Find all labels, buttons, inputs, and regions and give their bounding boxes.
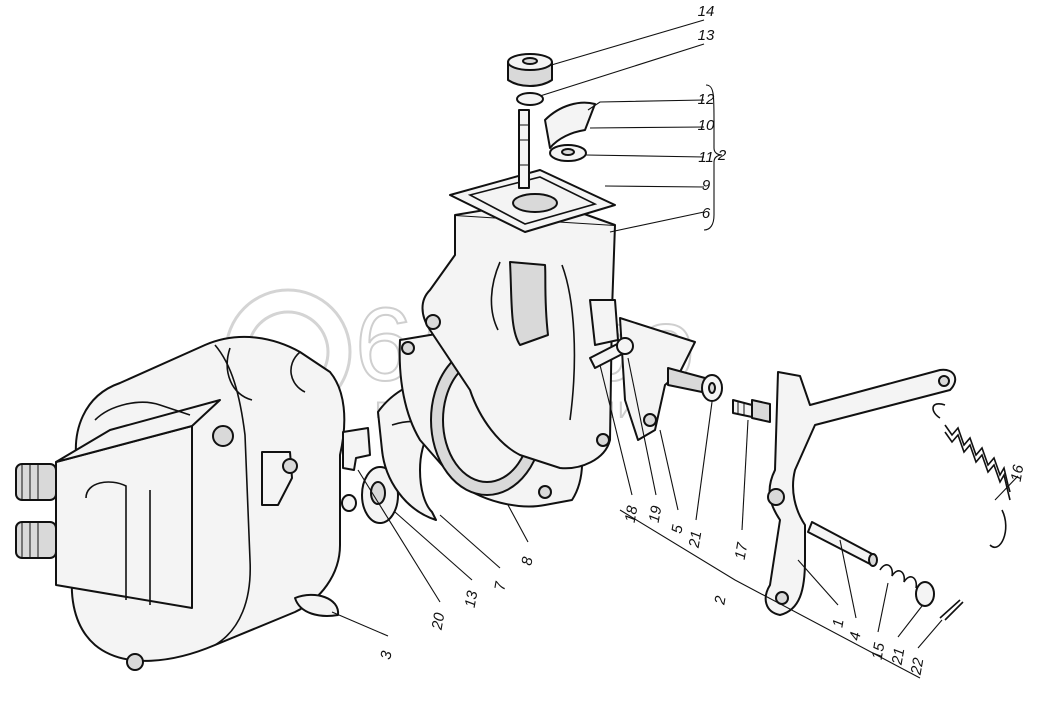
callout-c9: 9 bbox=[702, 177, 711, 194]
callout-c4: 4 bbox=[846, 631, 864, 642]
part-21-washer bbox=[701, 374, 723, 402]
callout-c13b: 13 bbox=[462, 589, 482, 609]
callout-c17: 17 bbox=[732, 541, 752, 561]
leader-line-c11 bbox=[585, 154, 705, 158]
callout-c8: 8 bbox=[518, 555, 536, 567]
callout-c19: 19 bbox=[646, 504, 666, 524]
callout-c20: 20 bbox=[429, 611, 449, 632]
leader-line-c3 bbox=[331, 611, 389, 637]
leader-line-c8 bbox=[507, 504, 529, 543]
part-10-plate bbox=[544, 101, 596, 149]
part-14-nut bbox=[507, 53, 553, 87]
callout-c13a: 13 bbox=[698, 27, 715, 44]
leader-line-c10 bbox=[589, 126, 705, 129]
part-20-clip bbox=[342, 427, 371, 471]
callout-c6: 6 bbox=[702, 205, 711, 222]
part-3-housing bbox=[15, 335, 346, 671]
bracket-assembly-2-lower bbox=[619, 509, 921, 679]
leader-line-c13b bbox=[394, 511, 473, 581]
callout-c1: 1 bbox=[829, 618, 847, 629]
leader-line-c16 bbox=[994, 475, 1019, 501]
part-21-washer-lower bbox=[915, 581, 935, 607]
leader-line-c21b bbox=[897, 605, 923, 638]
leader-line-c19 bbox=[627, 357, 657, 496]
callout-c10: 10 bbox=[698, 117, 715, 134]
leader-line-c4 bbox=[839, 539, 857, 619]
leader-line-c6 bbox=[609, 211, 705, 233]
callout-c22: 22 bbox=[908, 656, 928, 677]
callout-c5: 5 bbox=[668, 523, 686, 535]
callout-c11: 11 bbox=[698, 149, 714, 166]
callout-c12: 12 bbox=[698, 91, 715, 108]
callout-c2a: 2 bbox=[717, 147, 727, 164]
callout-c2b: 2 bbox=[711, 594, 729, 607]
part-13-washer-top bbox=[516, 92, 544, 106]
callout-c14: 14 bbox=[698, 3, 715, 20]
terminal-studs bbox=[15, 463, 57, 559]
leader-line-c9 bbox=[604, 185, 705, 188]
small-washer-left bbox=[341, 494, 357, 512]
leader-line-c21a bbox=[695, 401, 713, 521]
part-13-washer-lower bbox=[361, 466, 399, 524]
callout-c18: 18 bbox=[622, 504, 642, 524]
part-19-spring-small bbox=[616, 337, 634, 355]
leader-line-c13a bbox=[539, 43, 705, 97]
leader-line-c5 bbox=[659, 429, 679, 511]
callout-c15: 15 bbox=[869, 641, 889, 661]
callout-c16: 16 bbox=[1008, 463, 1028, 483]
brace-assembly-2 bbox=[703, 84, 723, 231]
part-17-bolt bbox=[732, 399, 771, 423]
leader-line-c1 bbox=[797, 559, 839, 606]
leader-line-c18 bbox=[599, 364, 633, 496]
part-12-stud bbox=[518, 109, 530, 189]
part-1-lever bbox=[764, 368, 957, 616]
part-4-pin bbox=[807, 521, 878, 567]
part-16-spring bbox=[932, 403, 1011, 548]
leader-line-c17 bbox=[741, 419, 749, 531]
callout-c21a: 21 bbox=[686, 530, 706, 550]
callout-c21b: 21 bbox=[889, 647, 909, 667]
leader-line-c20 bbox=[357, 469, 441, 603]
leader-line-c7 bbox=[439, 514, 501, 569]
callout-c3: 3 bbox=[377, 649, 395, 661]
part-6-governor-body bbox=[421, 199, 619, 470]
part-11-washer bbox=[549, 144, 587, 162]
leader-line-c12 bbox=[587, 99, 705, 111]
leader-line-c22 bbox=[917, 619, 943, 649]
part-9-gasket bbox=[449, 169, 616, 233]
leader-line-c15 bbox=[877, 582, 889, 633]
leader-line-c14 bbox=[547, 19, 705, 67]
callout-c7: 7 bbox=[491, 580, 509, 592]
part-15-spring bbox=[879, 564, 918, 589]
part-22-cotter bbox=[939, 599, 964, 621]
